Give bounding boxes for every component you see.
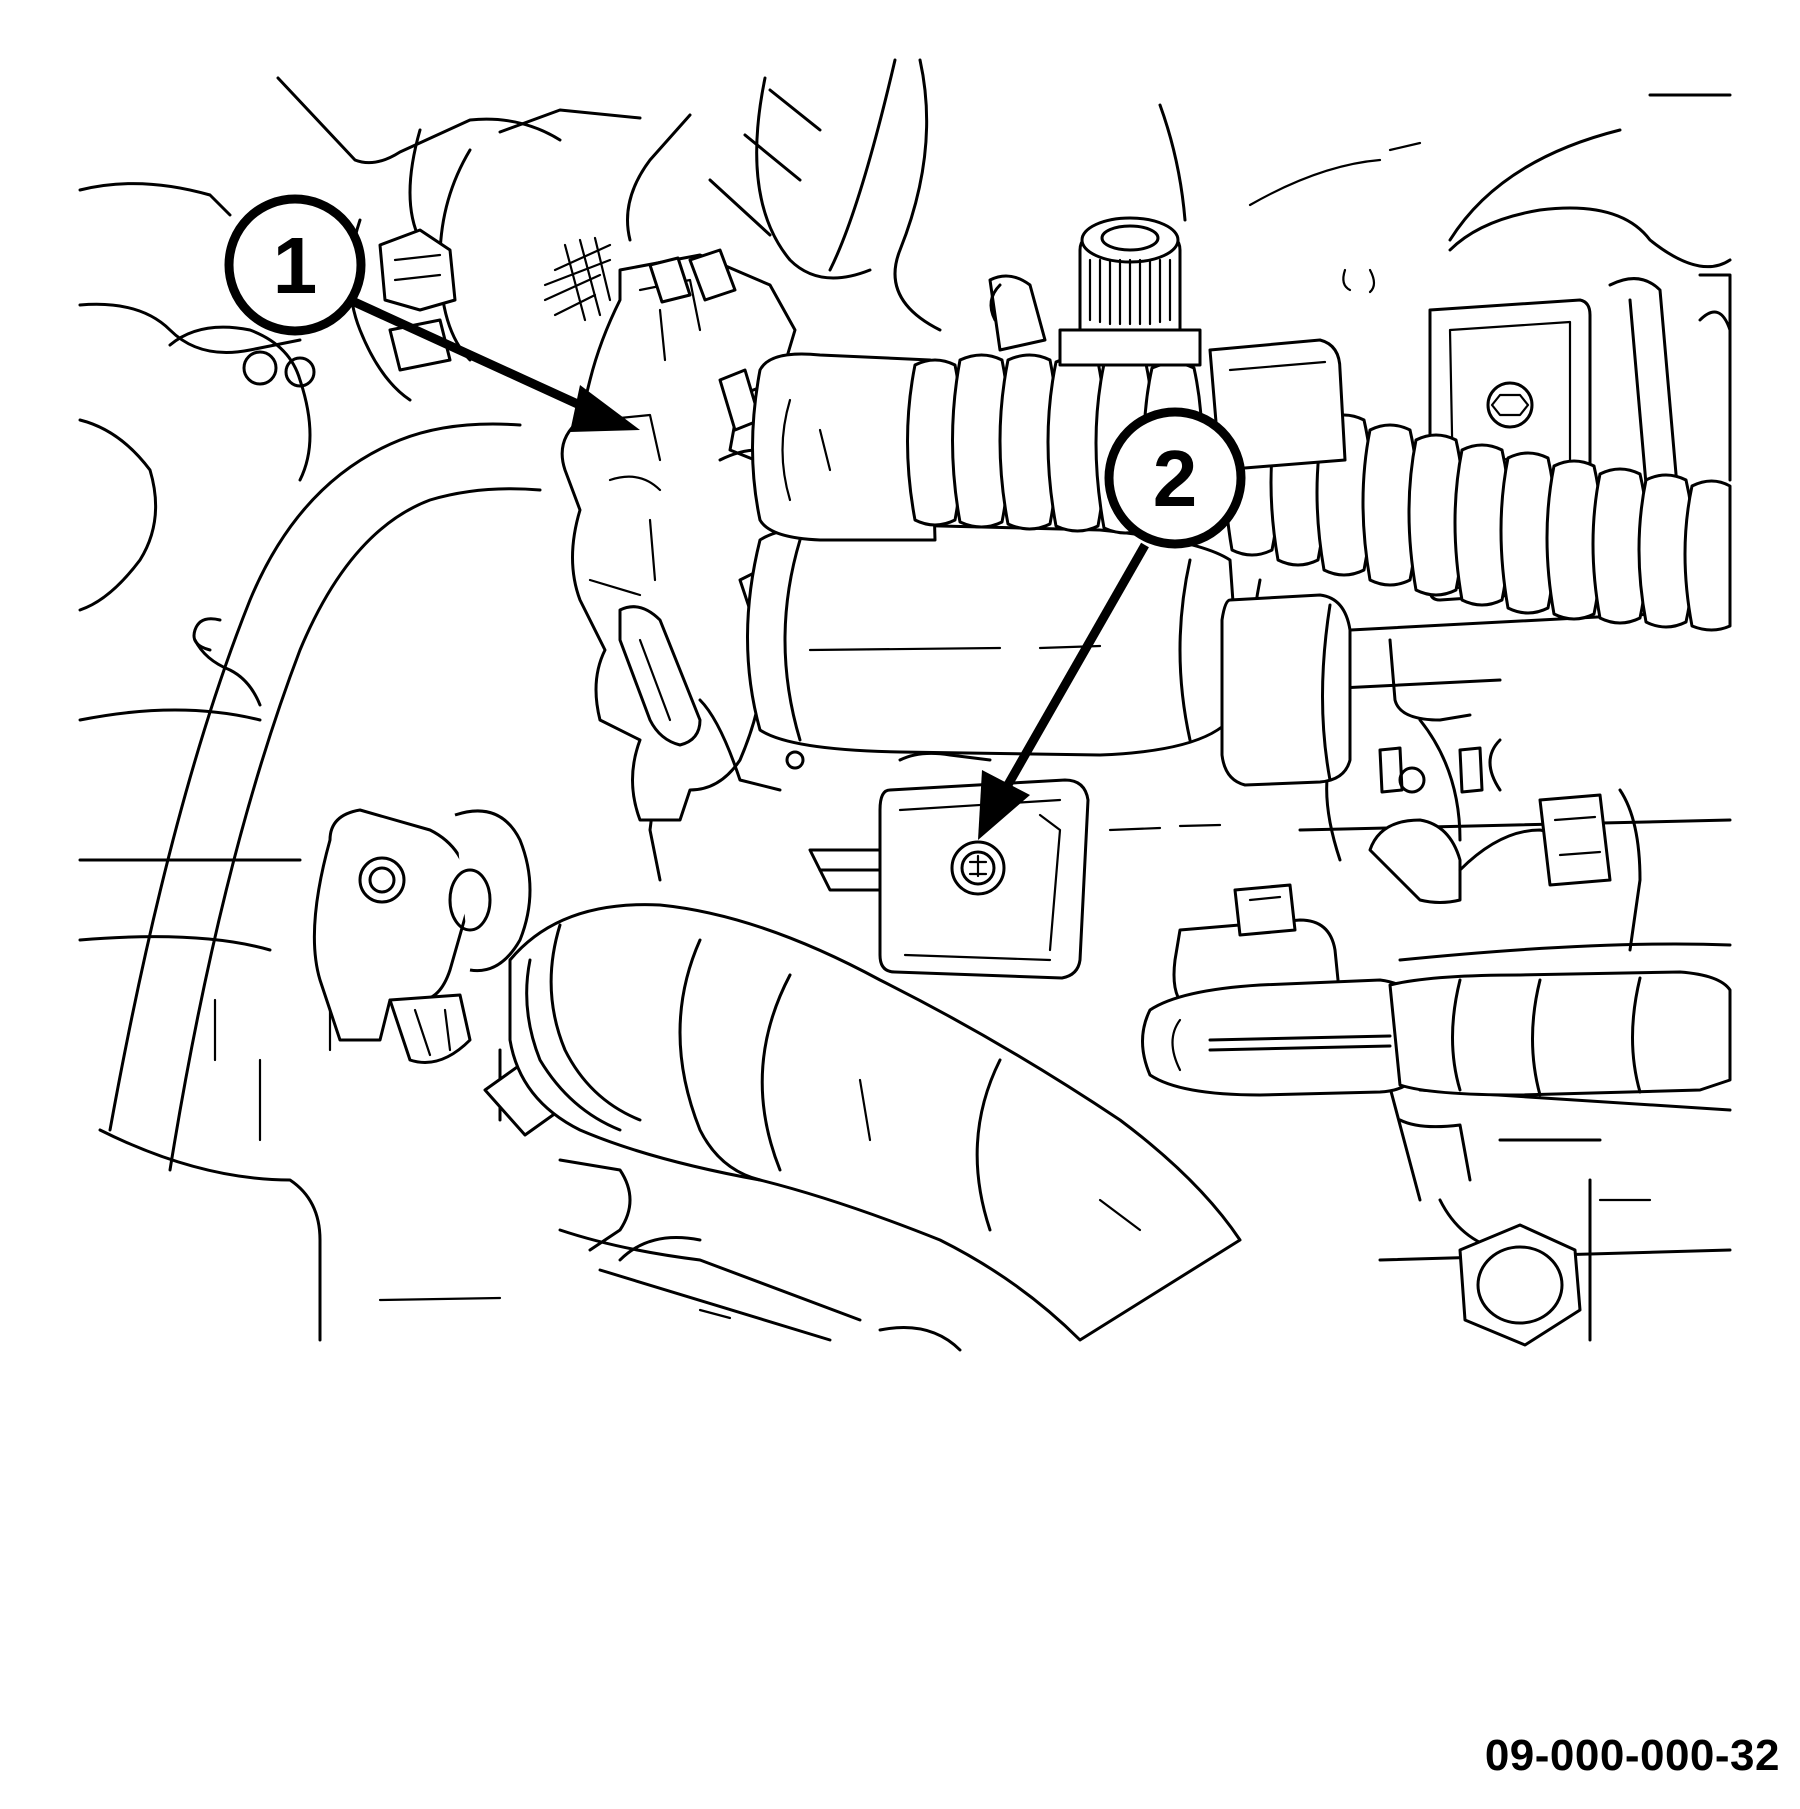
right-connector-hose [1141, 738, 1732, 1097]
callout-1-label: 1 [273, 221, 318, 310]
figure-id: 09-000-000-32 [1484, 1731, 1780, 1780]
electrical-connector [560, 248, 805, 822]
callout-1-leader [348, 295, 597, 417]
sensor-mounting-bracket [638, 718, 1222, 980]
callout-2-label: 2 [1153, 434, 1198, 523]
callout-2-circle [1104, 407, 1246, 549]
callout-1-arrowhead [570, 385, 640, 432]
callout-2-leader [1001, 542, 1149, 793]
callout-1: 1 [224, 194, 640, 432]
callout-2: 2 [978, 407, 1246, 840]
exhaust-pipe [508, 903, 1242, 1342]
main-hose-assembly [746, 216, 1732, 794]
callout-1-circle [224, 194, 366, 336]
callout-2-arrowhead [978, 770, 1030, 840]
left-engine-parts [242, 228, 612, 1137]
